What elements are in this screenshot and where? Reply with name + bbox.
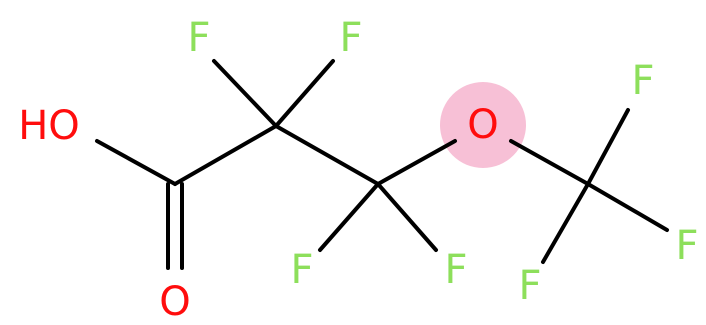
hydroxyl-label: HO <box>18 103 80 149</box>
fluorine-label-5: F <box>631 58 654 104</box>
bond-hydroxyl-c1 <box>95 139 177 186</box>
carbonyl-oxygen-label: O <box>159 279 190 325</box>
fluorine-label-1: F <box>187 15 210 61</box>
ether-oxygen-highlight <box>440 82 526 168</box>
fluorine-label-6: F <box>675 223 698 269</box>
bond-c1-c2 <box>173 124 278 186</box>
bond-c4-f6 <box>586 182 669 232</box>
ether-oxygen-label: O <box>467 102 498 148</box>
fluorine-label-7: F <box>518 263 541 309</box>
fluorine-label-4: F <box>444 247 467 293</box>
atom-labels: HO O O F F F F F F F <box>18 15 698 325</box>
bond-c4-f7 <box>541 182 590 264</box>
fluorine-label-2: F <box>339 15 362 61</box>
bond-c2-f2 <box>274 59 335 128</box>
bond-c2-c3 <box>274 124 380 186</box>
bond-c2-f1 <box>212 59 278 128</box>
bond-c4-f5 <box>586 108 630 186</box>
bonds <box>95 59 669 270</box>
bond-c3-f3 <box>318 182 380 252</box>
bond-ether-o-c4 <box>509 139 590 186</box>
fluorine-label-3: F <box>290 247 313 293</box>
bond-c3-ether-o <box>376 139 457 186</box>
bond-c3-f4 <box>376 182 438 252</box>
